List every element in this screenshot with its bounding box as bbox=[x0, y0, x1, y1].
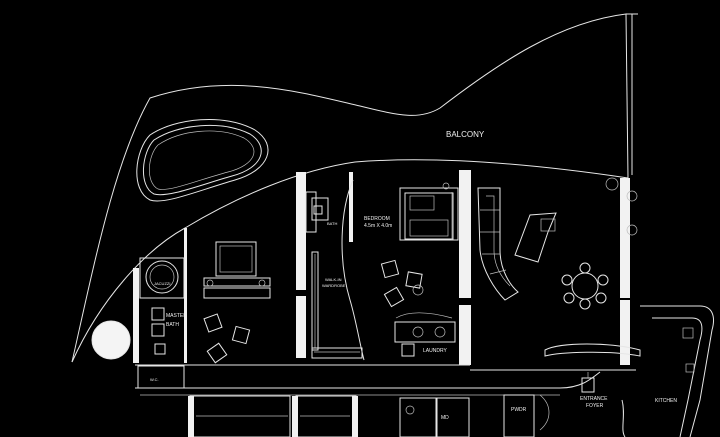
wall-walkin-left-low bbox=[296, 296, 306, 358]
label-walkin-line2: WARDROBE bbox=[322, 283, 346, 288]
label-balcony: BALCONY bbox=[446, 130, 485, 139]
wall-bedroom-right-low bbox=[459, 305, 471, 365]
label-entrance-line1: ENTRANCE bbox=[580, 396, 608, 402]
label-bedroom-line1: BEDROOM bbox=[364, 216, 390, 222]
label-walkin-line1: WALK-IN bbox=[325, 277, 342, 282]
wall-living-right bbox=[620, 178, 630, 298]
master-bath bbox=[91, 257, 185, 389]
label-jacuzzi: JACUZZI bbox=[154, 281, 170, 286]
bath-upper bbox=[305, 191, 317, 233]
label-entrance-line2: FOYER bbox=[586, 403, 604, 409]
wall-walkin-left bbox=[296, 172, 306, 290]
label-md: MD bbox=[441, 415, 449, 421]
wall-living-right-low bbox=[620, 300, 630, 365]
wall-bedroom-right bbox=[459, 170, 471, 298]
label-laundry: LAUNDRY bbox=[423, 348, 447, 354]
lounge-chair bbox=[514, 212, 557, 263]
label-wc: W.C. bbox=[150, 377, 159, 382]
walk-in-wardrobe bbox=[311, 179, 365, 361]
label-master: MASTER bbox=[166, 313, 187, 319]
kitchen bbox=[544, 305, 714, 437]
bed-middle bbox=[399, 182, 459, 241]
wall-left-upper bbox=[133, 268, 139, 363]
corridor-line bbox=[135, 364, 636, 389]
label-bath-upper: BATH bbox=[327, 221, 337, 226]
armchairs-left bbox=[203, 313, 251, 364]
wall-bath-left bbox=[184, 228, 187, 363]
balcony-right-edge bbox=[626, 13, 638, 175]
pool bbox=[136, 119, 269, 202]
round-pool-element bbox=[91, 320, 131, 360]
bed-left bbox=[203, 241, 271, 299]
dining-table bbox=[561, 262, 609, 310]
label-bedroom-line2: 4.5m X 4.0m bbox=[364, 223, 392, 229]
armchairs-middle bbox=[380, 259, 424, 308]
facade-curve bbox=[71, 159, 629, 363]
label-bath-lower: BATH bbox=[166, 322, 179, 328]
sofa-curved bbox=[477, 187, 519, 301]
laundry bbox=[394, 312, 456, 357]
plants bbox=[605, 177, 638, 236]
lower-corridor bbox=[188, 395, 358, 437]
entrance-foyer bbox=[399, 372, 626, 437]
wall-bedroom-left bbox=[349, 172, 353, 242]
balcony-outline bbox=[71, 13, 629, 363]
label-pwdr: PWDR bbox=[511, 407, 527, 413]
label-kitchen: KITCHEN bbox=[655, 398, 677, 404]
